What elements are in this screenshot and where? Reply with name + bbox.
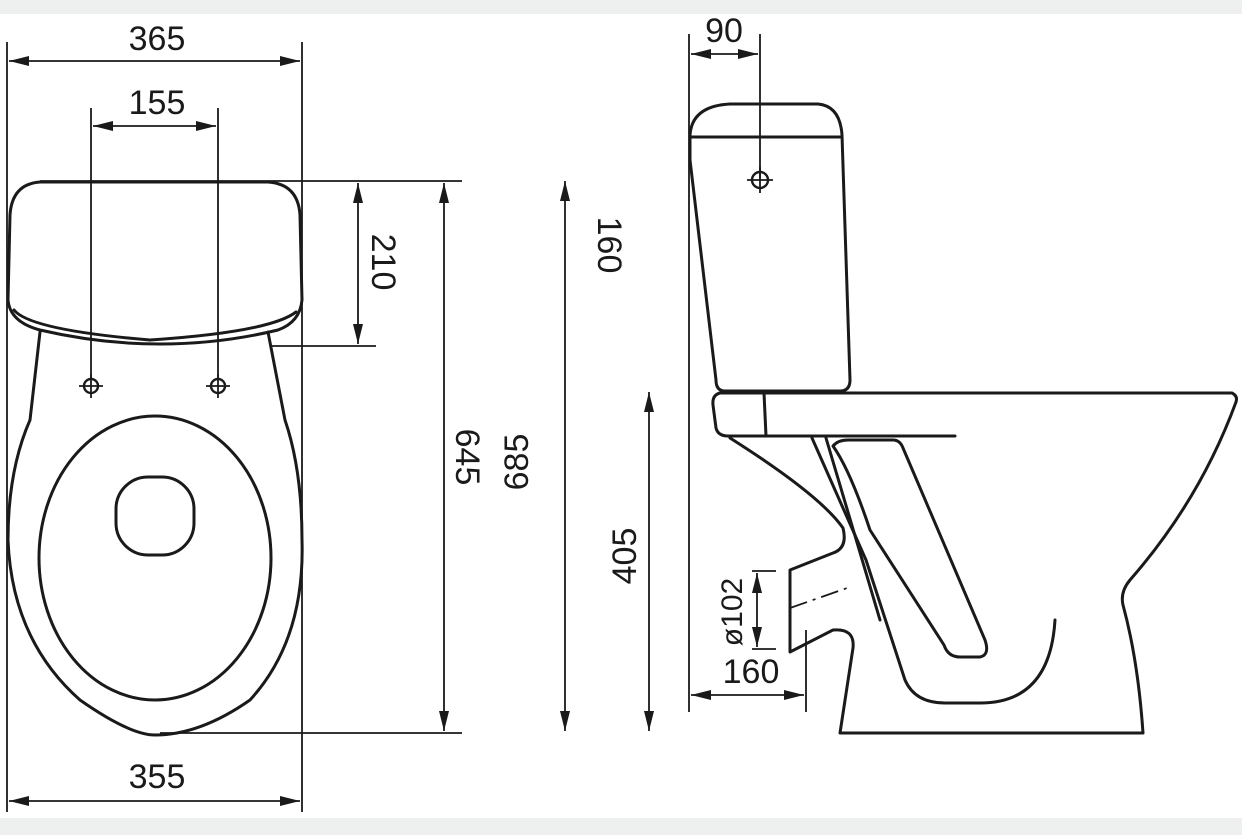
front-view: 365 155 355 [6, 20, 462, 812]
bowl-opening [114, 475, 196, 557]
dim-355: 355 [129, 758, 186, 796]
dim-155: 155 [129, 84, 186, 122]
dim-90: 90 [705, 12, 743, 50]
dim-160-cistern: 160 [590, 217, 628, 274]
side-cistern [688, 102, 852, 393]
cistern-outline [6, 180, 304, 346]
dim-645: 645 [448, 429, 486, 486]
cistern-hole-icon [747, 167, 773, 193]
side-view: 90 ø102 160 [688, 12, 1238, 735]
dim-outlet-diameter: ø102 [716, 578, 749, 646]
dim-160-outlet: 160 [723, 653, 780, 691]
dim-685: 685 [498, 434, 536, 491]
dim-365: 365 [129, 20, 186, 58]
side-seat [718, 391, 1238, 404]
side-bowl [728, 400, 1238, 735]
vertical-dimensions: 210 645 160 685 405 [353, 181, 654, 731]
seat-ring [37, 414, 273, 702]
dim-405: 405 [606, 528, 644, 585]
bowl-outer [6, 330, 304, 737]
dim-210: 210 [364, 234, 402, 291]
trapway [810, 436, 1057, 705]
